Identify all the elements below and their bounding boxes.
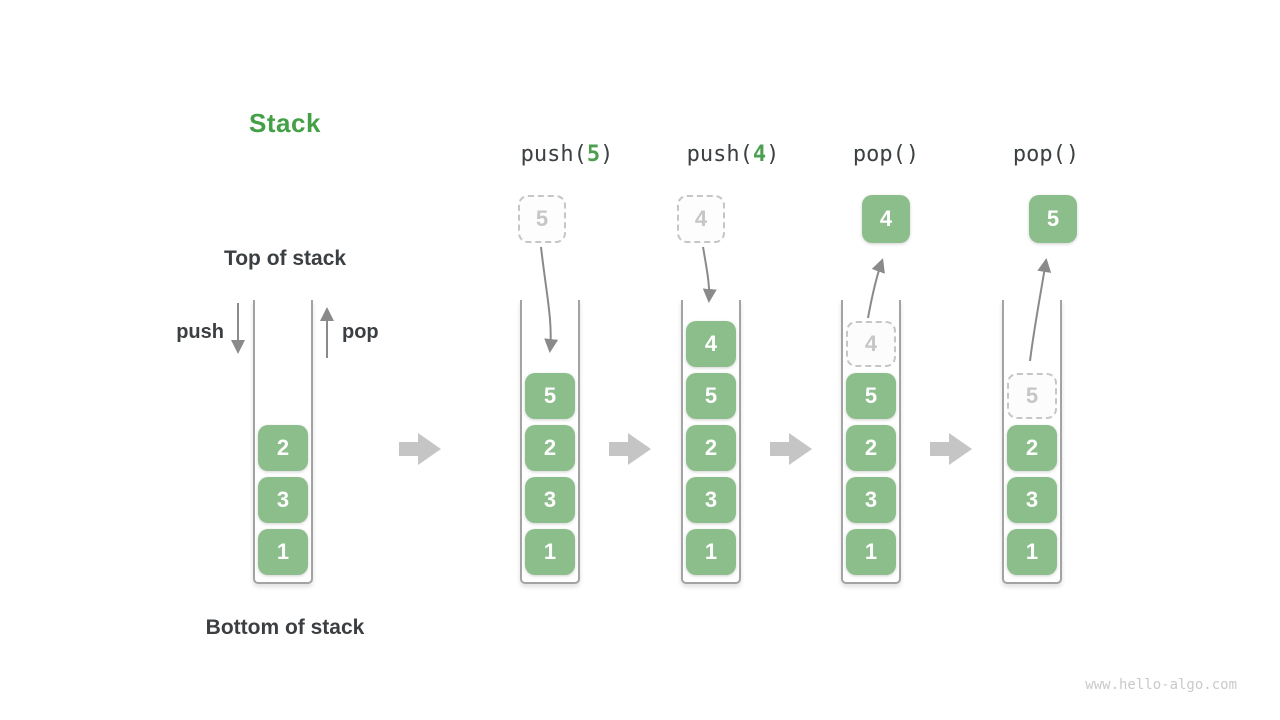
stack-container-after-pop4: 4 5 2 3 1 [841,300,901,584]
stack-item-ghost: 5 [1007,373,1057,419]
op-argument: 5 [586,142,601,167]
stack-item: 3 [1007,477,1057,523]
op-prefix: pop( [1012,142,1066,167]
flow-arrow-2 [609,433,651,465]
flow-arrow-1 [399,433,441,465]
diagram-title: Stack [249,108,321,138]
stack-item: 1 [525,529,575,575]
stack-item: 2 [1007,425,1057,471]
stack-item: 1 [686,529,736,575]
pushed-value-5-box: 5 [518,195,566,243]
stack-item: 1 [846,529,896,575]
stack-item: 1 [258,529,308,575]
op-prefix: push( [520,142,587,167]
stack-item: 2 [258,425,308,471]
popped-value-4-box: 4 [862,195,910,243]
flow-arrow-3 [770,433,812,465]
operation-label-pop1: pop() [806,142,966,167]
op-argument: 4 [752,142,767,167]
bottom-of-stack-label: Bottom of stack [205,616,365,639]
operation-label-pop2: pop() [966,142,1126,167]
stack-item: 3 [686,477,736,523]
stack-item: 2 [525,425,575,471]
pop-label: pop [342,321,379,343]
op-prefix: pop( [852,142,906,167]
stack-item: 3 [846,477,896,523]
stack-container-after-push5: 5 2 3 1 [520,300,580,584]
operation-label-push4: push(4) [653,142,813,167]
push4-arrow [702,246,717,303]
stack-item: 2 [686,425,736,471]
stack-item: 1 [1007,529,1057,575]
pushed-value-4-box: 4 [677,195,725,243]
stack-item: 3 [525,477,575,523]
stack-item: 5 [686,373,736,419]
flow-arrow-4 [930,433,972,465]
op-suffix: ) [600,142,614,167]
stack-container-after-push4: 4 5 2 3 1 [681,300,741,584]
stack-item: 5 [525,373,575,419]
push-label: push [176,321,224,343]
watermark: www.hello-algo.com [1085,677,1237,693]
stack-item: 5 [846,373,896,419]
stack-item: 4 [686,321,736,367]
top-of-stack-label: Top of stack [223,247,347,270]
stack-container-initial: 2 3 1 [253,300,313,584]
operation-label-push5: push(5) [487,142,647,167]
op-prefix: push( [686,142,753,167]
stack-item: 2 [846,425,896,471]
op-suffix: ) [766,142,780,167]
stack-item-ghost: 4 [846,321,896,367]
stack-container-after-pop5: 5 2 3 1 [1002,300,1062,584]
stack-item: 3 [258,477,308,523]
popped-value-5-box: 5 [1029,195,1077,243]
op-suffix: ) [905,142,920,167]
op-suffix: ) [1065,142,1080,167]
